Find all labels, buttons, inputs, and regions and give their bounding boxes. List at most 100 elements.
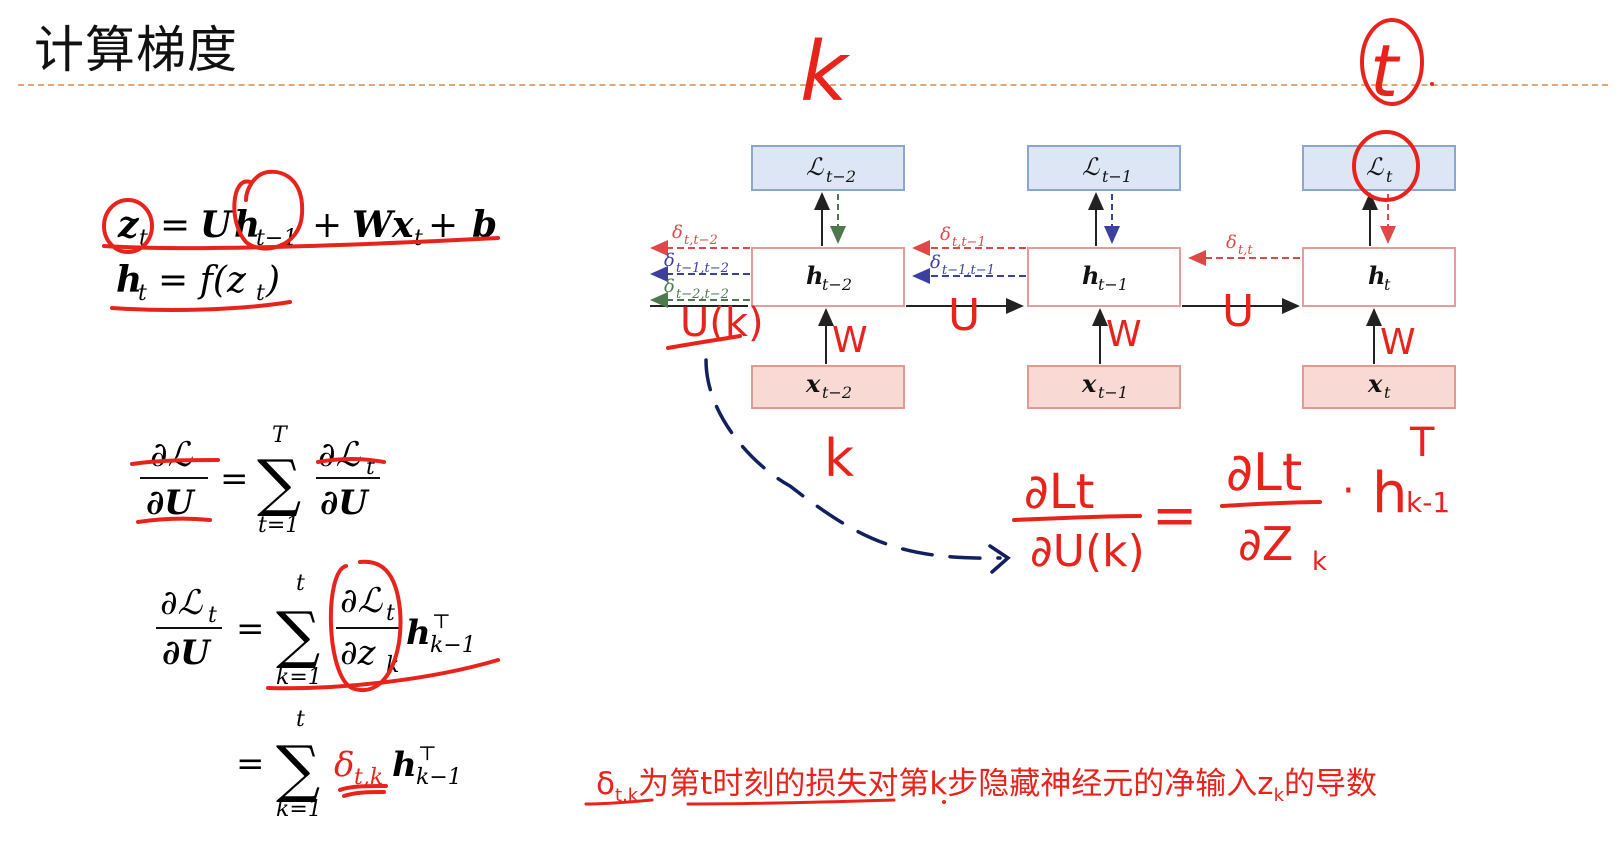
delta-right: δ (1226, 232, 1237, 253)
hw-formula-num-right: ∂Lt (1226, 443, 1302, 503)
delta-left-0: δ (672, 222, 683, 243)
input-label-0: x (805, 369, 821, 398)
eq2-num-sub: t (208, 603, 217, 628)
eq3-h-sup: ⊤ (418, 741, 437, 765)
hw-W-1: W (1106, 314, 1142, 355)
eq3-delta: δ (334, 745, 354, 785)
eq3-h-sub: k−1 (416, 765, 462, 790)
loss-label-0: ℒ (806, 153, 824, 181)
delta-mid-2: δ (930, 252, 941, 273)
eq-h-lhs-sub: t (138, 281, 147, 306)
eq3-sum-bottom: k=1 (276, 797, 322, 822)
delta-left-2: δ (664, 276, 675, 297)
eq-sum1-sigma: ∑ (257, 446, 301, 519)
hw-W-0: W (832, 320, 868, 361)
loss-sub-0: t−2 (826, 167, 856, 186)
eq3-sum-top: t (296, 707, 305, 732)
eq-dL-equals: = (220, 459, 249, 499)
hw-U-mid: U (948, 290, 980, 341)
eq-h-rhs: = f(z (158, 260, 247, 301)
delta-definition-note: δt,k为第t时刻的损失对第k步隐藏神经元的净输入zk的导数 (596, 758, 1377, 806)
delta-left-sub-1: t−1,t−2 (676, 261, 729, 276)
hw-formula-h-sup: T (1409, 420, 1435, 466)
hw-U-right: U (1222, 286, 1254, 337)
eq2-sum-sigma: ∑ (276, 598, 320, 671)
eq-z-W: W (352, 204, 396, 246)
hw-t-top: t (1370, 29, 1401, 113)
hidden-label-1: h (1082, 261, 1099, 290)
eq2-frac-num-sub: t (386, 601, 395, 626)
equation-dL-dU: ∂ℒ ∂U = T ∑ t=1 ∂ℒ t ∂U (140, 423, 380, 538)
delta-mid-2-sub: t−1,t−1 (942, 263, 995, 278)
hidden-sub-1: t−1 (1098, 275, 1128, 294)
hw-formula-den-right-sub: k (1312, 547, 1327, 577)
eq2-frac-num: ∂ℒ (340, 581, 384, 621)
note-tail: 的导数 (1284, 766, 1377, 802)
input-sub-2: t (1384, 383, 1391, 402)
eq2-h-sub: k−1 (430, 633, 476, 658)
note-delta: δ (596, 766, 615, 802)
loss-box-t-1 (1027, 145, 1181, 191)
delta-left-1: δ (664, 250, 675, 271)
note-text: 为第t时刻的损失对第k步隐藏神经元的净输入z (638, 766, 1274, 802)
hidden-label-0: h (806, 261, 823, 290)
eq3-sum-sigma: ∑ (276, 732, 320, 805)
equation-annotations (102, 169, 500, 798)
hidden-sub-2: t (1384, 275, 1391, 294)
loss-box-t (1302, 145, 1456, 191)
eq-dL-num: ∂ℒ (150, 435, 194, 475)
loss-sub-2: t (1386, 167, 1393, 186)
eq-sum1-top: T (272, 423, 289, 448)
hidden-box-t-2 (751, 247, 905, 307)
eq-dLt-num-sub: t (366, 455, 375, 480)
eq-dLt-den: ∂U (320, 483, 370, 523)
input-box-t (1302, 365, 1456, 409)
hw-W-2: W (1380, 322, 1416, 363)
equation-dLt-dU: ∂ℒ t ∂U = t ∑ k=1 ∂ℒ t ∂z k h ⊤ k−1 (156, 571, 476, 690)
eq-z-x: x (391, 204, 414, 246)
eq-h-lhs: h (116, 259, 142, 301)
equation-z: z t = U h t−1 + W x t + b (117, 204, 497, 251)
hw-k-mid: k (824, 429, 854, 489)
delta-mid-1-sub: t,t−1 (952, 235, 986, 250)
eq2-frac-den: ∂z (340, 633, 377, 673)
eq3-h: h (392, 745, 417, 785)
hw-formula-den-right: ∂Z (1238, 517, 1293, 571)
input-box-t-2 (751, 365, 905, 409)
title-divider (18, 84, 1608, 86)
eq2-h: h (406, 613, 431, 653)
hw-formula-h-sub: k-1 (1406, 486, 1450, 519)
input-label-1: x (1081, 369, 1097, 398)
equation-delta: = t ∑ k=1 δ t,k h ⊤ k−1 (236, 707, 462, 822)
hidden-box-t (1302, 247, 1456, 307)
input-sub-1: t−1 (1098, 383, 1128, 402)
eq-z-lhs-sub: t (139, 226, 148, 251)
delta-left-sub-0: t,t−2 (684, 233, 718, 248)
hidden-box-t-1 (1027, 247, 1181, 307)
hw-k-top: k (800, 25, 851, 120)
loss-box-t-2 (751, 145, 905, 191)
eq3-equals: = (236, 744, 265, 784)
hidden-sub-0: t−2 (822, 275, 852, 294)
rnn-diagram: ℒ t−2 ℒ t−1 ℒ t h t−2 h t−1 h t x t−2 x … (650, 145, 1456, 409)
note-delta-sub: t,k (614, 785, 639, 807)
eq-z-lhs: z (117, 204, 140, 246)
eq-z-U: U (200, 204, 234, 246)
loss-label-1: ℒ (1082, 153, 1100, 181)
hidden-label-2: h (1368, 261, 1385, 290)
delta-mid-1: δ (940, 224, 951, 245)
eq-h-rhs-close: ) (265, 260, 280, 301)
eq-dL-den: ∂U (146, 483, 196, 523)
eq2-num: ∂ℒ (160, 583, 204, 623)
hw-formula-num-left: ∂Lt (1024, 464, 1094, 520)
eq-z-x-sub: t (414, 226, 423, 251)
eq-h-rhs-sub: t (256, 281, 265, 306)
eq-sum1-bottom: t=1 (258, 513, 299, 538)
eq-dLt-num: ∂ℒ (318, 435, 362, 475)
delta-left-sub-2: t−2,t−2 (676, 287, 729, 302)
hw-formula-eq: = (1152, 484, 1197, 547)
delta-right-sub: t,t (1238, 243, 1253, 258)
eq2-sum-top: t (296, 571, 305, 596)
eq2-den: ∂U (162, 633, 212, 673)
